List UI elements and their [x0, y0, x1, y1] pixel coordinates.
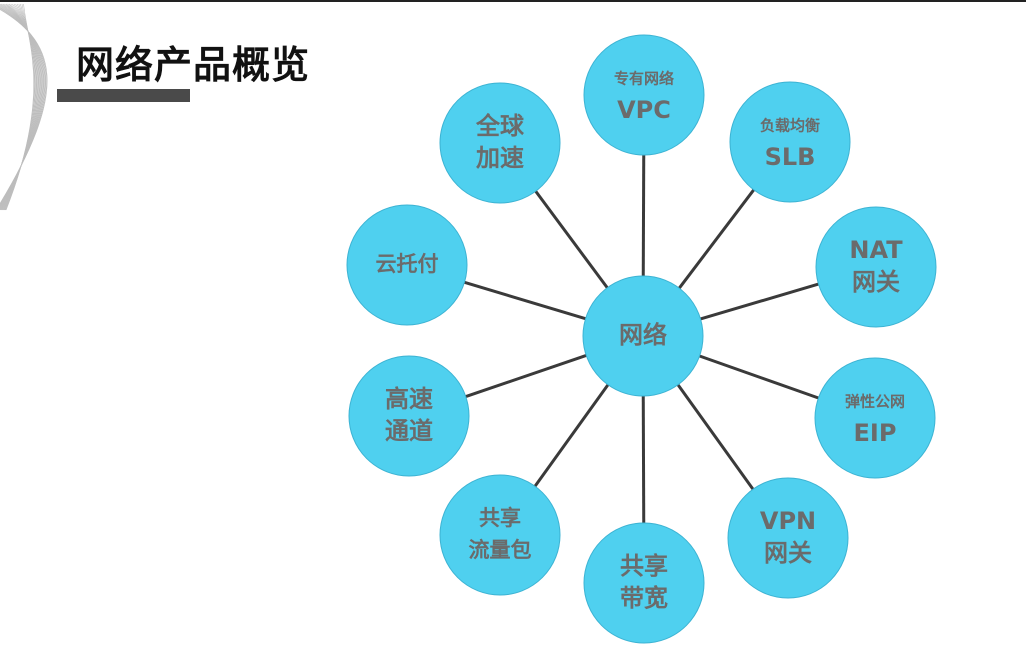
connector-cloud-hosting [464, 280, 586, 321]
node-eip: 弹性公网 EIP [814, 357, 936, 479]
node-slb: 负载均衡 SLB [729, 81, 851, 203]
top-border [0, 0, 1026, 2]
decorative-wave-lines [0, 3, 48, 211]
node-cloud-hosting: 云托付 [346, 204, 468, 326]
node-cloud-hosting-label: 云托付 [376, 252, 439, 276]
connector-traffic-package [533, 383, 610, 488]
node-nat-label: NAT [849, 236, 903, 264]
connector-global-acceleration [534, 190, 609, 289]
connector-vpc [641, 154, 646, 277]
node-eip-label: 弹性公网 [845, 393, 905, 411]
node-nat: NAT 网关 [815, 206, 937, 328]
connector-nat [700, 282, 819, 321]
title-underline-bar [57, 89, 190, 102]
node-global-acceleration-circle [439, 82, 561, 204]
connector-bandwidth [641, 395, 646, 524]
node-slb-label: 负载均衡 [760, 117, 820, 135]
node-bandwidth-label: 共享 [620, 552, 668, 580]
node-global-acceleration-label: 加速 [476, 144, 524, 172]
node-slb-label: SLB [765, 143, 816, 171]
node-vpn-circle [727, 477, 849, 599]
connector-lines [464, 154, 819, 524]
connector-vpn [676, 383, 755, 491]
node-express-connect-label: 通道 [385, 417, 433, 445]
node-global-acceleration-label: 全球 [475, 112, 525, 140]
node-express-connect-label: 高速 [385, 385, 433, 413]
node-nat-circle [815, 206, 937, 328]
node-slb-circle [729, 81, 851, 203]
node-nat-label: 网关 [852, 268, 900, 296]
node-vpc-label: VPC [617, 96, 671, 124]
node-traffic-package-label: 共享 [479, 506, 521, 530]
node-center-network: 网络 [582, 275, 704, 397]
node-express-connect-circle [348, 355, 470, 477]
node-traffic-package-circle [439, 474, 561, 596]
deco-line [5, 3, 35, 211]
node-eip-label: EIP [854, 419, 897, 447]
connector-eip [699, 354, 819, 400]
node-eip-circle [814, 357, 936, 479]
node-bandwidth-label: 带宽 [620, 584, 668, 612]
node-traffic-package-label: 流量包 [469, 538, 532, 562]
node-cloud-hosting-circle [346, 204, 468, 326]
connector-express-connect [465, 353, 587, 399]
node-vpn: VPN 网关 [727, 477, 849, 599]
node-center-network-circle [582, 275, 704, 397]
node-center-network-label: 网络 [619, 321, 667, 349]
node-vpc-label: 专有网络 [614, 70, 674, 88]
connector-slb [678, 188, 755, 290]
slide-title: 网络产品概览 [76, 43, 311, 87]
node-bandwidth-circle [583, 522, 705, 644]
node-vpn-label: VPN [760, 507, 816, 535]
node-vpc: 专有网络 VPC [583, 34, 705, 156]
product-nodes: 专有网络VPC负载均衡SLBNAT网关弹性公网EIPVPN网关共享带宽共享流量包… [346, 34, 937, 644]
node-vpn-label: 网关 [764, 539, 812, 567]
node-vpc-circle [583, 34, 705, 156]
